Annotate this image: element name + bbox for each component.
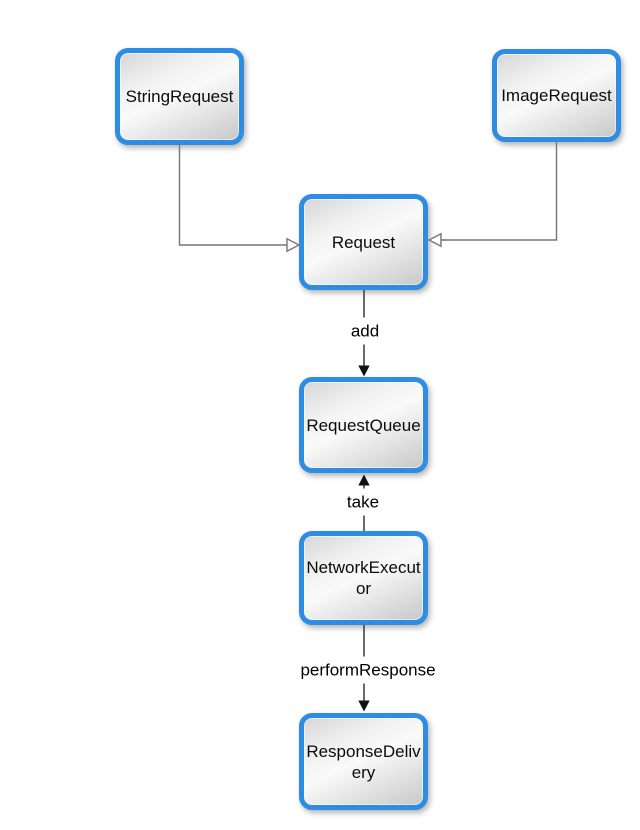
node-network-executor-label: NetworkExecutor xyxy=(306,558,421,598)
arrowhead-up-icon xyxy=(358,474,370,486)
edge-line-imagerequest-to-request xyxy=(440,142,558,241)
node-response-delivery-label: ResponseDelivery xyxy=(306,741,421,782)
edge-label-take: take xyxy=(339,488,387,516)
node-response-delivery: ResponseDelivery xyxy=(299,713,428,810)
node-request-label: Request xyxy=(331,232,396,252)
node-request-queue: RequestQueue xyxy=(299,377,428,473)
node-image-request: ImageRequest xyxy=(492,49,621,142)
node-request: Request xyxy=(299,194,428,290)
edge-label-add: add xyxy=(343,317,387,345)
node-string-request: StringRequest xyxy=(115,48,244,145)
node-string-request-label: StringRequest xyxy=(125,87,234,106)
arrowhead-down-icon xyxy=(358,700,370,712)
edge-line-stringrequest-to-request xyxy=(178,145,288,246)
node-image-request-label: ImageRequest xyxy=(501,86,612,105)
generalization-arrowhead-icon xyxy=(427,232,442,248)
node-request-queue-label: RequestQueue xyxy=(306,415,421,435)
generalization-arrowhead-icon xyxy=(286,237,301,253)
arrowhead-down-icon xyxy=(358,365,370,377)
node-network-executor: NetworkExecutor xyxy=(299,531,428,625)
edge-label-perform-response: performResponse xyxy=(293,656,443,684)
